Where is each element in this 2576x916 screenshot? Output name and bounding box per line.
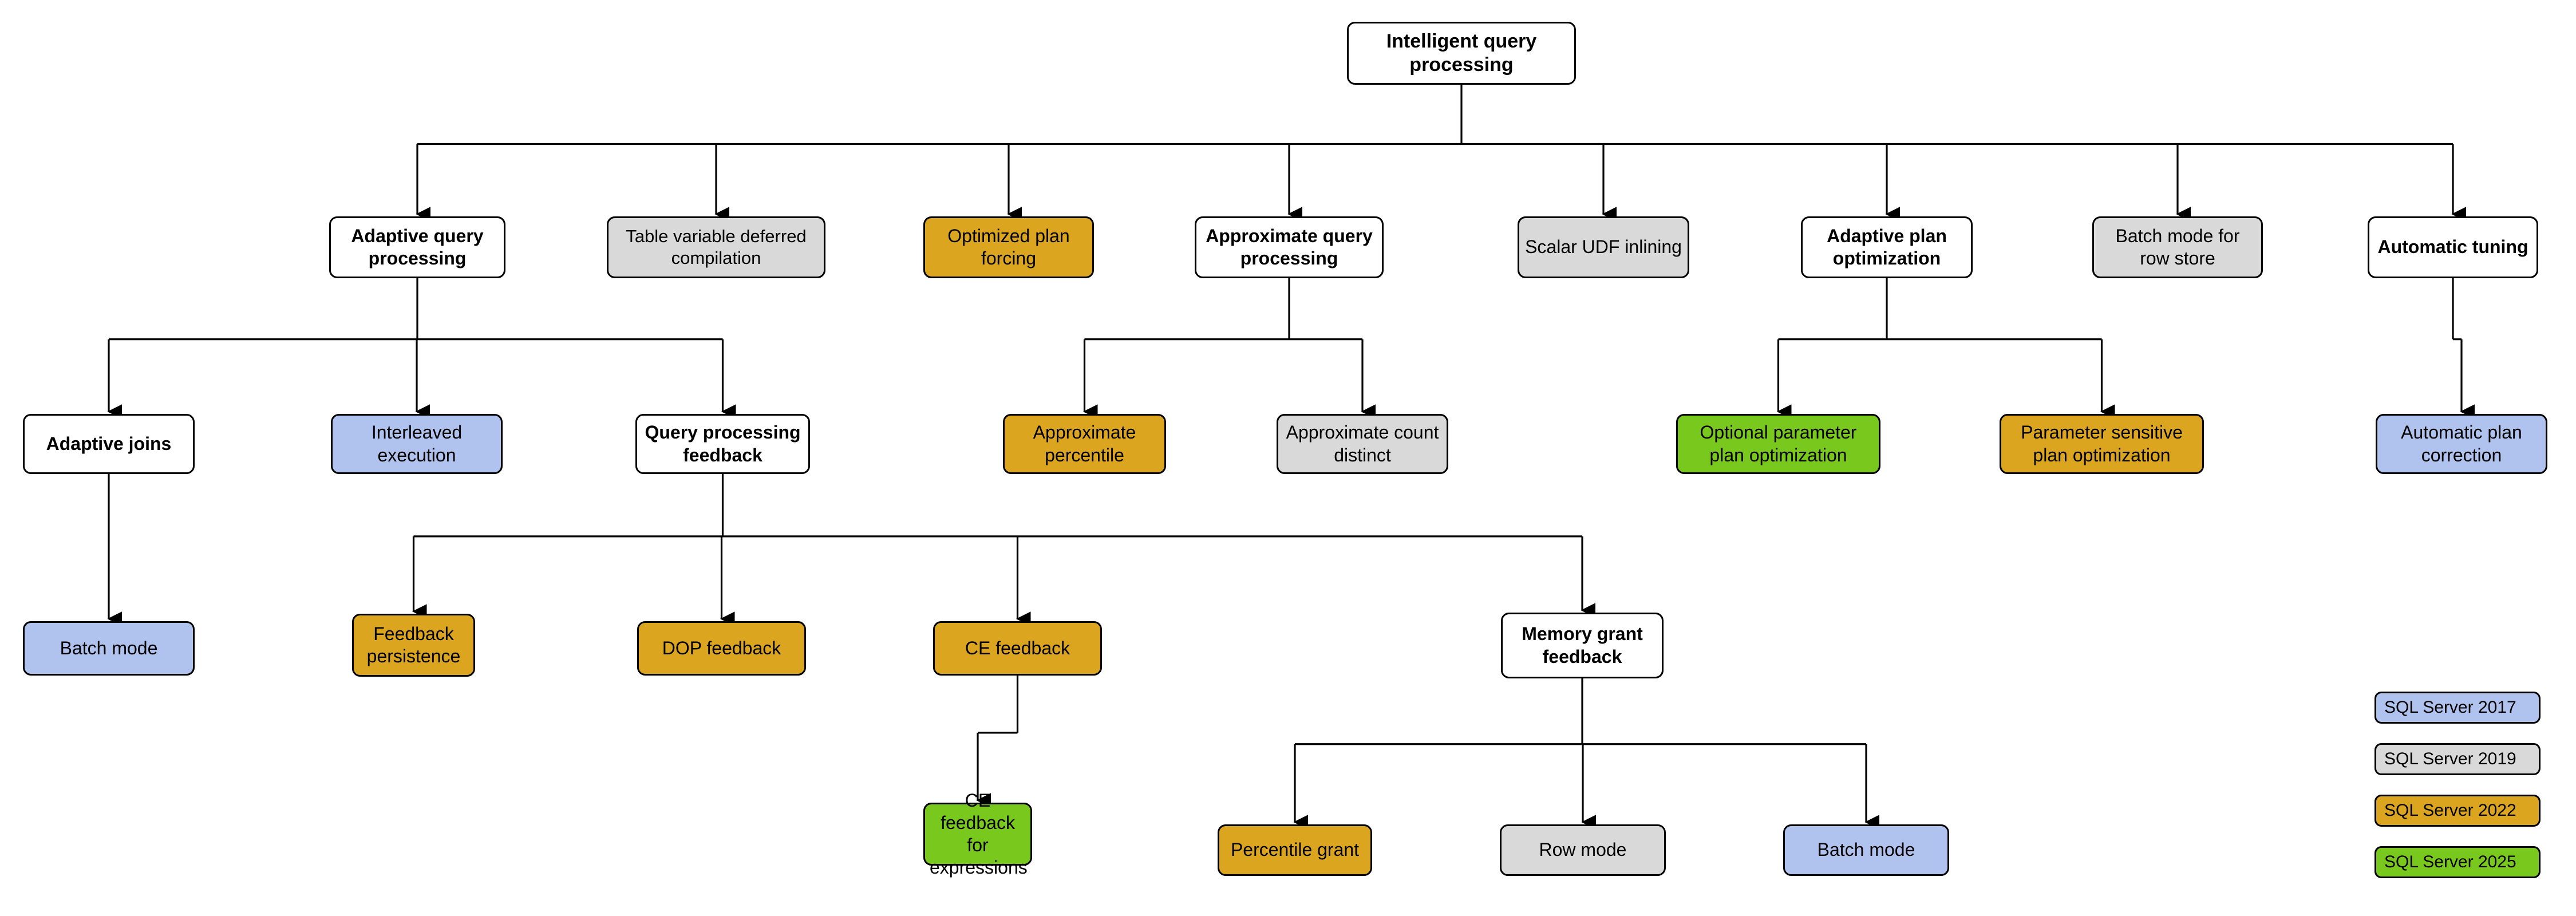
legend-label: SQL Server 2022 bbox=[2384, 801, 2516, 820]
node-label: Feedback persistence bbox=[366, 623, 461, 666]
node-label: Approximate count distinct bbox=[1286, 422, 1439, 465]
node-label: Optimized plan forcing bbox=[947, 225, 1070, 269]
node-tvdc[interactable]: Table variable deferred compilation bbox=[607, 216, 825, 278]
node-label: Batch mode bbox=[60, 637, 158, 658]
node-label: Intelligent query processing bbox=[1386, 30, 1537, 76]
node-label: Batch mode for row store bbox=[2115, 225, 2240, 269]
node-opf[interactable]: Optimized plan forcing bbox=[923, 216, 1094, 278]
node-label: Batch mode bbox=[1817, 839, 1915, 860]
node-ilex[interactable]: Interleaved execution bbox=[331, 414, 503, 474]
node-label: DOP feedback bbox=[662, 637, 781, 658]
legend-label: SQL Server 2019 bbox=[2384, 749, 2516, 768]
node-mgfb[interactable]: Memory grant feedback bbox=[1501, 613, 1664, 678]
node-label: Adaptive query processing bbox=[351, 225, 484, 269]
node-bmrs[interactable]: Batch mode for row store bbox=[2092, 216, 2263, 278]
node-label: Adaptive joins bbox=[46, 433, 172, 454]
node-rmode[interactable]: Row mode bbox=[1500, 824, 1666, 876]
node-oppo[interactable]: Optional parameter plan optimization bbox=[1676, 414, 1880, 474]
node-cefb[interactable]: CE feedback bbox=[933, 621, 1102, 676]
node-bmode1[interactable]: Batch mode bbox=[23, 621, 195, 676]
node-dopfb[interactable]: DOP feedback bbox=[637, 621, 806, 676]
node-acdist[interactable]: Approximate count distinct bbox=[1277, 414, 1448, 474]
node-label: Percentile grant bbox=[1230, 839, 1360, 860]
node-label: Adaptive plan optimization bbox=[1827, 225, 1947, 269]
legend-item-2019: SQL Server 2019 bbox=[2374, 743, 2541, 775]
node-sudf[interactable]: Scalar UDF inlining bbox=[1518, 216, 1689, 278]
node-label: Query processing feedback bbox=[645, 422, 801, 465]
node-pspo[interactable]: Parameter sensitive plan optimization bbox=[2000, 414, 2204, 474]
node-label: Scalar UDF inlining bbox=[1525, 236, 1682, 258]
node-appqp[interactable]: Approximate query processing bbox=[1195, 216, 1384, 278]
node-label: Approximate percentile bbox=[1033, 422, 1136, 465]
node-label: Row mode bbox=[1539, 839, 1627, 860]
legend-label: SQL Server 2025 bbox=[2384, 852, 2516, 871]
node-cefbexpr[interactable]: CE feedback for expressions bbox=[923, 790, 1032, 878]
node-apct[interactable]: Approximate percentile bbox=[1003, 414, 1166, 474]
node-label: CE feedback bbox=[965, 637, 1070, 658]
legend-item-2025: SQL Server 2025 bbox=[2374, 846, 2541, 878]
legend-item-2017: SQL Server 2017 bbox=[2374, 692, 2541, 724]
node-qpf[interactable]: Query processing feedback bbox=[635, 414, 810, 474]
node-iqp[interactable]: Intelligent query processing bbox=[1347, 22, 1576, 85]
node-ajoins[interactable]: Adaptive joins bbox=[23, 414, 195, 474]
node-label: Table variable deferred compilation bbox=[626, 226, 807, 268]
node-fbpers[interactable]: Feedback persistence bbox=[352, 614, 475, 677]
legend-label: SQL Server 2017 bbox=[2384, 698, 2516, 717]
legend-item-2022: SQL Server 2022 bbox=[2374, 795, 2541, 827]
node-label: Interleaved execution bbox=[371, 422, 463, 465]
node-label: Optional parameter plan optimization bbox=[1700, 422, 1857, 465]
node-pgrant[interactable]: Percentile grant bbox=[1218, 824, 1372, 876]
node-label: Automatic plan correction bbox=[2401, 422, 2522, 465]
node-label: CE feedback for expressions bbox=[930, 789, 1028, 878]
node-label: Approximate query processing bbox=[1206, 225, 1373, 269]
node-aqp[interactable]: Adaptive query processing bbox=[329, 216, 505, 278]
node-autotune[interactable]: Automatic tuning bbox=[2368, 216, 2538, 278]
node-apo[interactable]: Adaptive plan optimization bbox=[1801, 216, 1973, 278]
node-label: Automatic tuning bbox=[2377, 236, 2528, 258]
node-label: Memory grant feedback bbox=[1522, 623, 1643, 667]
node-bmode2[interactable]: Batch mode bbox=[1783, 824, 1949, 876]
node-apc[interactable]: Automatic plan correction bbox=[2376, 414, 2547, 474]
node-label: Parameter sensitive plan optimization bbox=[2021, 422, 2183, 465]
